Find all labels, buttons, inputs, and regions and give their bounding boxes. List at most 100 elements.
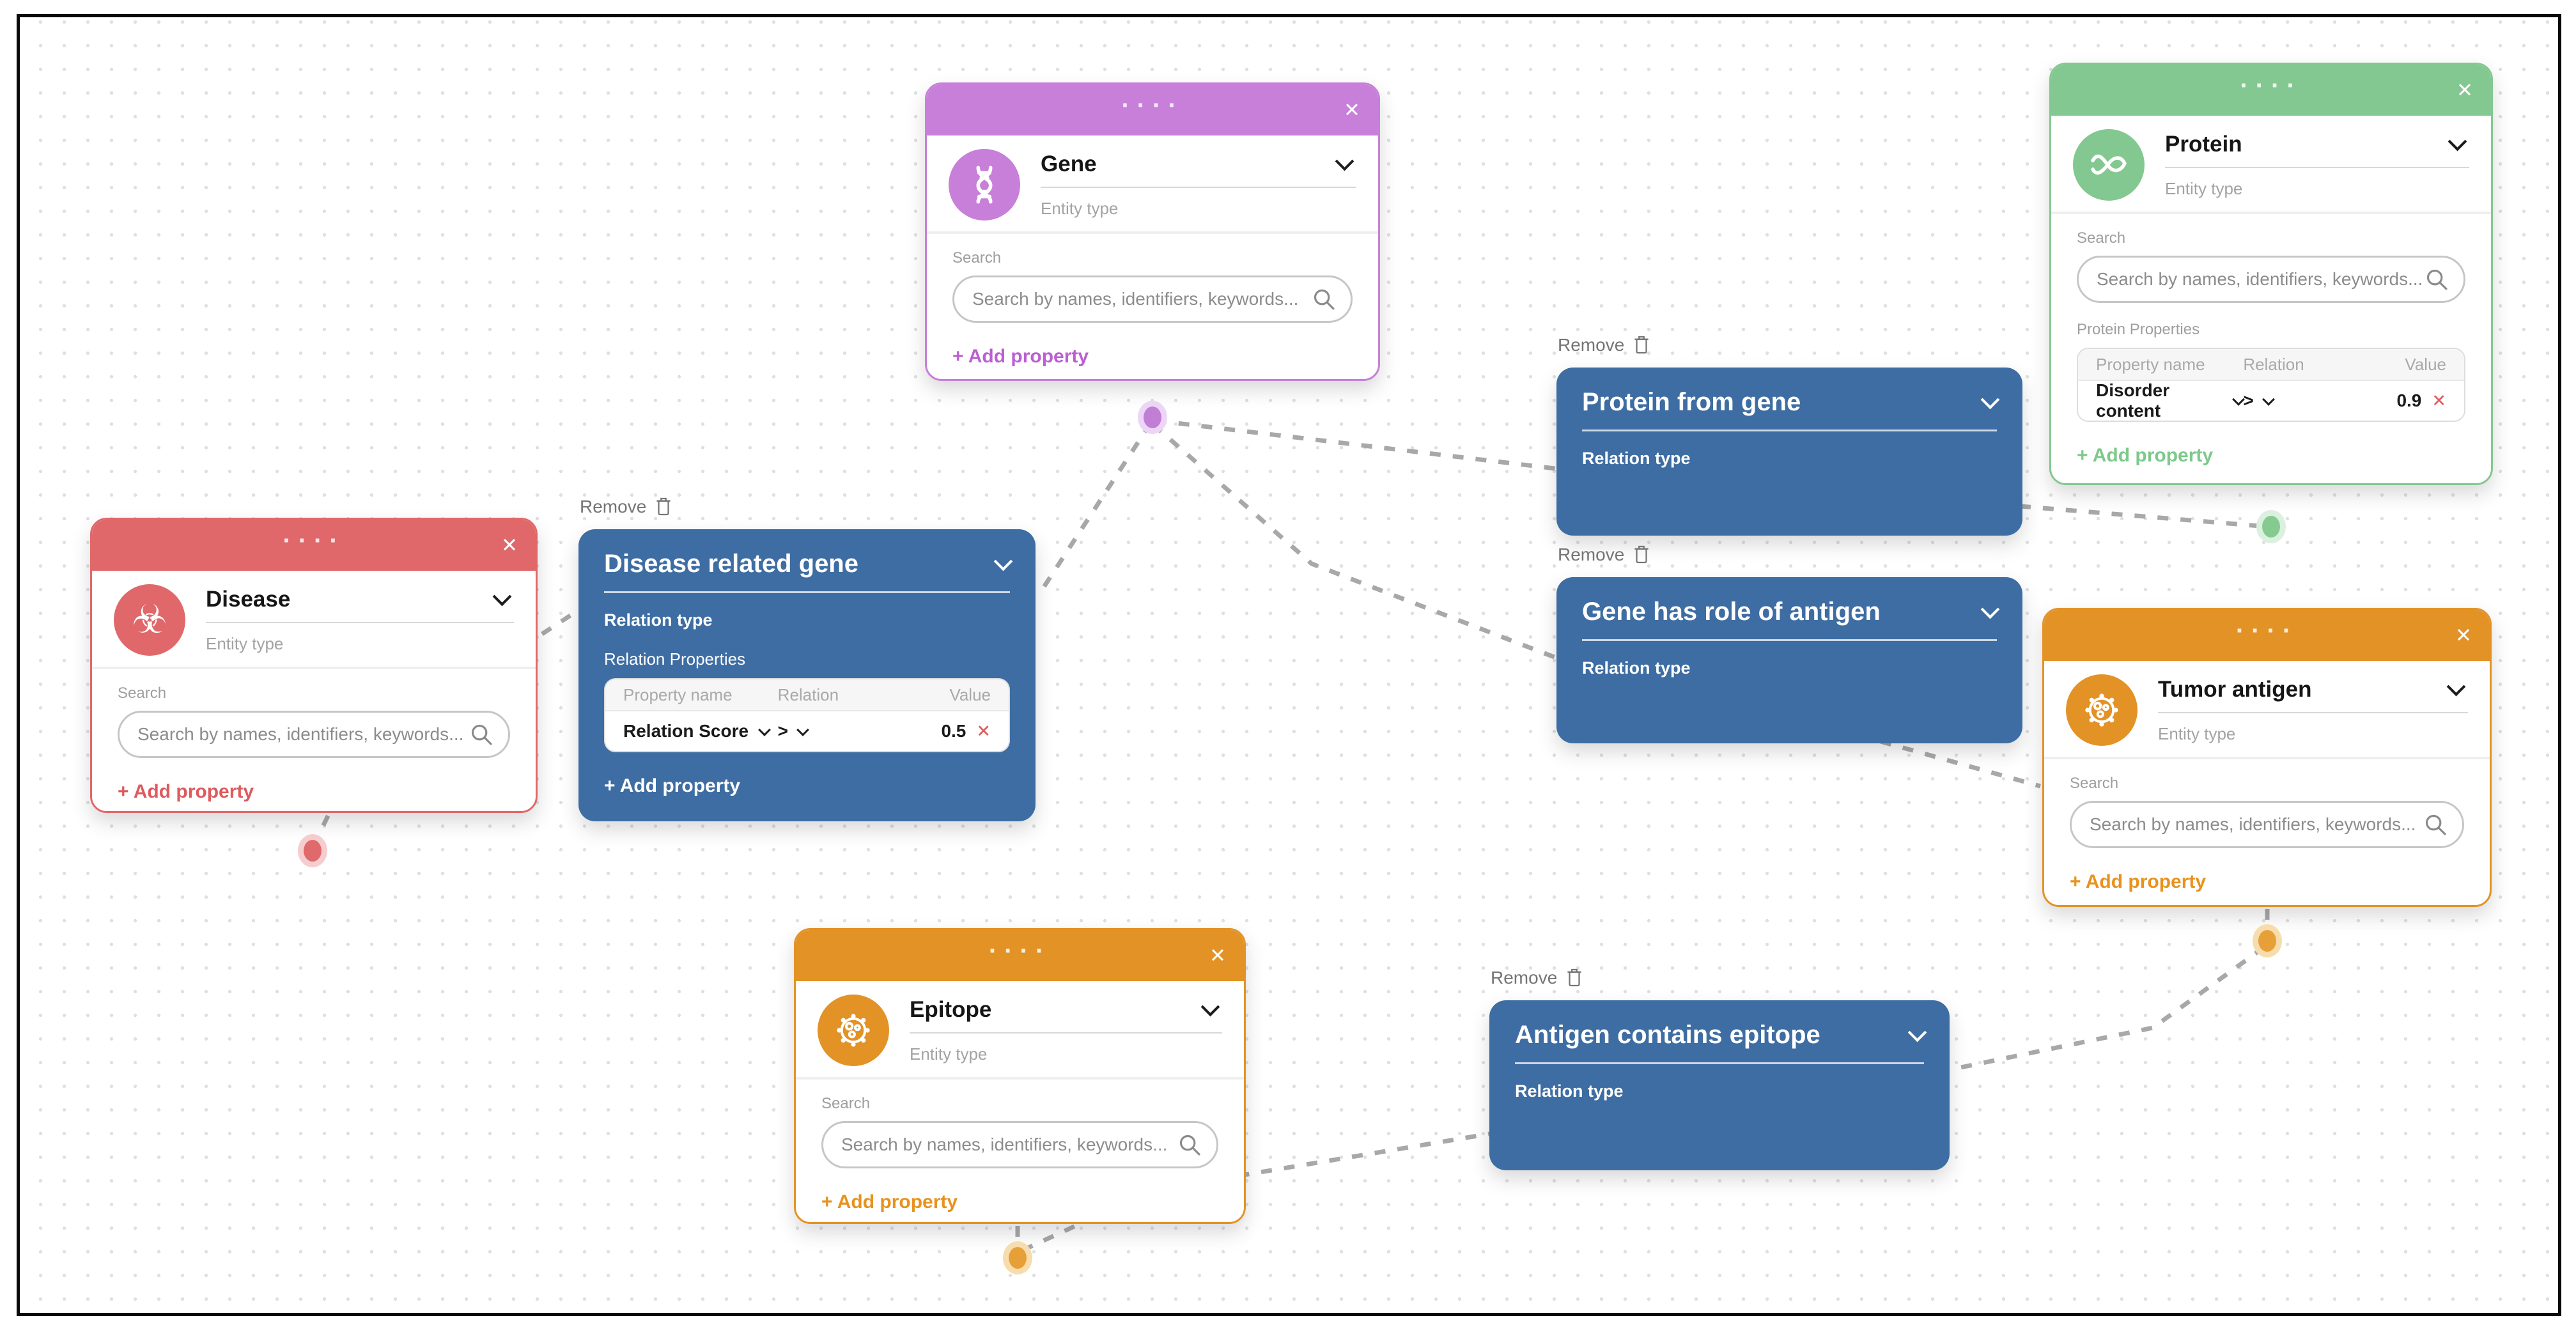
remove-button[interactable]: Remove: [1558, 334, 1651, 355]
relation-card-antigen-contains-epitope[interactable]: Antigen contains epitope Relation type +…: [1489, 1000, 1950, 1170]
disease-port[interactable]: [298, 834, 327, 867]
chevron-down-icon[interactable]: [1335, 151, 1354, 171]
chevron-down-icon[interactable]: [993, 552, 1013, 571]
protein-port[interactable]: [2256, 510, 2286, 543]
search-input[interactable]: Search by names, identifiers, keywords..…: [821, 1121, 1218, 1168]
relation-type-label: Relation type: [1582, 449, 1691, 468]
entity-type-select[interactable]: Epitope: [910, 997, 1222, 1023]
relation-type-select[interactable]: Antigen contains epitope: [1515, 1021, 1927, 1049]
virus-icon: [818, 995, 889, 1066]
property-name-select[interactable]: Disorder content: [2096, 380, 2246, 421]
operator-value: >: [777, 721, 789, 741]
chevron-down-icon[interactable]: [1907, 1023, 1927, 1042]
operator-select[interactable]: >: [778, 721, 885, 741]
add-property-button[interactable]: + Add property: [604, 775, 741, 796]
chevron-down-icon[interactable]: [2446, 677, 2466, 697]
title-underline: [2165, 166, 2469, 168]
entity-type-select[interactable]: Protein: [2165, 132, 2469, 157]
remove-property-icon[interactable]: ✕: [976, 721, 991, 741]
column-relation: Relation: [777, 685, 839, 704]
entity-card-gene[interactable]: ···· ✕ Gene Entity type Search Search by…: [925, 82, 1380, 381]
trash-icon: [1567, 968, 1581, 987]
search-placeholder: Search by names, identifiers, keywords..…: [2097, 269, 2423, 289]
add-property-button[interactable]: + Add property: [952, 346, 1089, 367]
remove-button[interactable]: Remove: [1491, 967, 1584, 988]
entity-type-select[interactable]: Disease: [206, 587, 514, 612]
chevron-down-icon[interactable]: [1980, 600, 2000, 619]
chevron-down-icon[interactable]: [758, 723, 771, 736]
properties-table-header: Property name Relation Value: [2078, 349, 2464, 381]
chevron-down-icon[interactable]: [2448, 132, 2467, 151]
tumor-antigen-port[interactable]: [2253, 924, 2282, 957]
remove-label: Remove: [580, 496, 647, 516]
trash-icon: [1634, 545, 1649, 564]
entity-title: Tumor antigen: [2158, 676, 2312, 702]
chevron-down-icon[interactable]: [796, 723, 809, 736]
operator-select[interactable]: >: [2243, 391, 2345, 411]
relation-card-disease-related-gene[interactable]: Disease related gene Relation type Relat…: [578, 529, 1036, 821]
card-drag-handle[interactable]: ···· ✕: [2051, 65, 2491, 116]
gene-port[interactable]: [1138, 401, 1167, 434]
entity-card-epitope[interactable]: ···· ✕ Epitope Entity type Search Search…: [794, 928, 1246, 1224]
search-label: Search: [118, 685, 167, 702]
entity-type-select[interactable]: Tumor antigen: [2158, 677, 2468, 702]
chevron-down-icon[interactable]: [2262, 392, 2275, 406]
add-property-button[interactable]: + Add property: [2070, 871, 2207, 892]
search-input[interactable]: Search by names, identifiers, keywords..…: [2070, 801, 2464, 848]
entity-title: Disease: [206, 586, 291, 612]
properties-table: Property name Relation Value Disorder co…: [2077, 348, 2465, 422]
entity-type-label: Entity type: [1041, 198, 1119, 218]
properties-section-label: Protein Properties: [2077, 321, 2200, 338]
close-icon[interactable]: ✕: [2455, 624, 2472, 647]
chevron-down-icon[interactable]: [1200, 997, 1220, 1017]
remove-button[interactable]: Remove: [1558, 544, 1651, 565]
relation-type-label: Relation type: [1515, 1081, 1624, 1101]
section-divider: [2051, 212, 2491, 214]
chevron-down-icon[interactable]: [1980, 390, 2000, 410]
card-drag-handle[interactable]: ···· ✕: [2044, 610, 2490, 661]
title-underline: [1582, 430, 1997, 431]
entity-card-disease[interactable]: ···· ✕ ☣ Disease Entity type Search Sear…: [90, 518, 538, 813]
add-property-button[interactable]: + Add property: [2077, 445, 2214, 466]
relation-card-gene-has-role-of-antigen[interactable]: Gene has role of antigen Relation type +…: [1556, 577, 2022, 743]
drag-dots-icon: ····: [283, 527, 345, 555]
property-value[interactable]: 0.5: [941, 721, 966, 741]
search-label: Search: [952, 249, 1002, 267]
add-property-button[interactable]: + Add property: [118, 781, 254, 802]
properties-section-label: Relation Properties: [604, 649, 746, 669]
close-icon[interactable]: ✕: [2456, 79, 2473, 102]
entity-type-select[interactable]: Gene: [1041, 151, 1356, 177]
entity-type-label: Entity type: [910, 1044, 988, 1064]
close-icon[interactable]: ✕: [1344, 98, 1360, 121]
search-input[interactable]: Search by names, identifiers, keywords..…: [952, 275, 1353, 323]
relation-card-protein-from-gene[interactable]: Protein from gene Relation type + Add pr…: [1556, 368, 2022, 536]
relation-type-select[interactable]: Gene has role of antigen: [1582, 598, 2000, 626]
property-name-select[interactable]: Relation Score: [623, 721, 778, 741]
card-drag-handle[interactable]: ···· ✕: [927, 84, 1378, 136]
biohazard-icon: ☣: [114, 584, 185, 656]
entity-card-protein[interactable]: ···· ✕ Protein Entity type Search Search…: [2049, 63, 2493, 485]
search-icon: [1311, 286, 1337, 312]
search-icon: [2424, 267, 2449, 292]
close-icon[interactable]: ✕: [501, 534, 518, 557]
search-placeholder: Search by names, identifiers, keywords..…: [137, 724, 464, 744]
remove-button[interactable]: Remove: [580, 496, 673, 517]
card-drag-handle[interactable]: ···· ✕: [92, 520, 536, 571]
remove-property-icon[interactable]: ✕: [2432, 391, 2446, 410]
protein-icon: [2073, 129, 2145, 201]
epitope-port[interactable]: [1003, 1241, 1032, 1274]
relation-type-select[interactable]: Protein from gene: [1582, 388, 2000, 417]
remove-label: Remove: [1558, 544, 1625, 564]
search-input[interactable]: Search by names, identifiers, keywords..…: [118, 711, 510, 758]
property-value[interactable]: 0.9: [2396, 391, 2422, 410]
card-drag-handle[interactable]: ···· ✕: [796, 930, 1244, 981]
close-icon[interactable]: ✕: [1209, 944, 1226, 967]
relation-type-select[interactable]: Disease related gene: [604, 550, 1013, 578]
search-input[interactable]: Search by names, identifiers, keywords..…: [2077, 256, 2465, 303]
operator-value: >: [2243, 391, 2254, 410]
chevron-down-icon[interactable]: [492, 587, 512, 607]
drag-dots-icon: ····: [2235, 617, 2299, 645]
entity-card-tumor-antigen[interactable]: ···· ✕ Tumor antigen Entity type Search …: [2042, 608, 2492, 907]
add-property-button[interactable]: + Add property: [821, 1191, 958, 1212]
relation-type-label: Relation type: [1582, 658, 1691, 678]
